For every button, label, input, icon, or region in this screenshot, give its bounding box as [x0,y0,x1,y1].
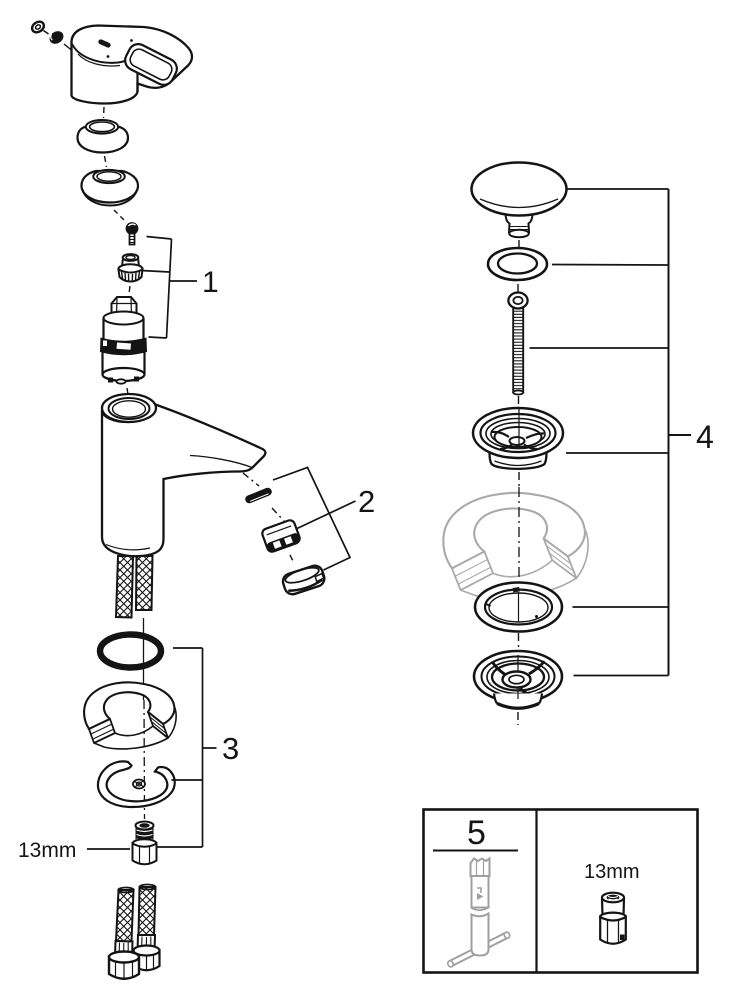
lever-handle [70,24,194,119]
ceramic-cartridge [100,296,147,399]
waste-plug-cap [470,161,568,239]
rubber-seal [473,581,564,633]
annotation-13mm-left-label: 13mm [18,839,76,862]
escutcheon-ring [80,168,140,223]
aerator-insert [261,519,301,564]
annotation-13mm-left: 13mm [18,839,130,862]
callout-1-label: 1 [202,266,219,299]
horseshoe-washer [96,760,176,809]
socket-spanner-tool [446,856,511,968]
stabilizer-wedge [83,681,178,750]
aerator-key [242,472,285,522]
cartridge-screw [125,222,139,246]
callout-4-label: 4 [696,419,714,455]
waste-body [472,649,564,710]
hose-nut-left [107,950,141,980]
callout-5-label: 5 [467,814,486,852]
callout-2-label: 2 [358,484,375,519]
waste-center-axis [517,240,520,725]
aerator-cap [281,564,326,596]
metal-washer [486,246,549,282]
o-ring-seal [96,631,165,671]
dome-cap [76,119,130,168]
annotation-13mm-box: 13mm [584,861,640,883]
mounting-nut [131,820,158,866]
connecting-screw [507,291,529,396]
callout-1: 1 [140,235,219,339]
callout-2: 2 [272,466,375,571]
callout-3-label: 3 [222,731,239,766]
callout-3: 3 [157,647,239,848]
annotation-13mm-box-label: 13mm [584,861,640,883]
supply-hoses [107,883,161,980]
waste-top-flange [471,406,565,471]
socket-nut [599,891,627,945]
faucet-body [100,392,267,619]
tool-box: 5 13mm [422,808,699,974]
callout-4: 4 [529,188,714,677]
cartridge-dome-nut [117,253,144,295]
center-axis-dashed [143,699,146,820]
